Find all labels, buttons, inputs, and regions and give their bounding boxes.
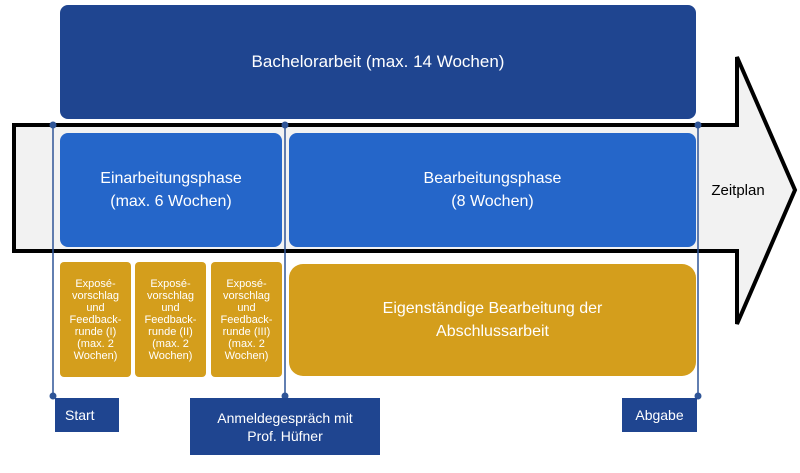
eigenstaendige-bearbeitung-box: Eigenständige Bearbeitung der Abschlussa… bbox=[289, 264, 696, 376]
bachelorarbeit-title: Bachelorarbeit (max. 14 Wochen) bbox=[251, 52, 505, 71]
expose-box-1: Exposé- vorschlag und Feedback- runde (I… bbox=[60, 262, 131, 377]
expose-label-1: Exposé- vorschlag und Feedback- runde (I… bbox=[69, 277, 122, 362]
zeitplan-label: Zeitplan bbox=[711, 181, 765, 199]
bearbeitungsphase-box: Bearbeitungsphase (8 Wochen) bbox=[289, 133, 696, 247]
einarbeitungsphase-label: Einarbeitungsphase (max. 6 Wochen) bbox=[100, 170, 242, 210]
expose-box-3: Exposé- vorschlag und Feedback- runde (I… bbox=[211, 262, 282, 377]
einarbeitungsphase-box: Einarbeitungsphase (max. 6 Wochen) bbox=[60, 133, 282, 247]
anmeldung-dot-top bbox=[281, 121, 289, 129]
expose-box-2: Exposé- vorschlag und Feedback- runde (I… bbox=[135, 262, 206, 377]
anmeldung-dot-bottom bbox=[281, 392, 289, 400]
expose-label-3: Exposé- vorschlag und Feedback- runde (I… bbox=[220, 277, 273, 362]
abgabe-dot-bottom bbox=[694, 392, 702, 400]
anmeldegespraech-label: Anmeldegespräch mit Prof. Hüfner bbox=[190, 398, 380, 455]
eigenstaendige-bearbeitung-label: Eigenständige Bearbeitung der Abschlussa… bbox=[382, 300, 603, 340]
abgabe-dot-top bbox=[694, 121, 702, 129]
bearbeitungsphase-label: Bearbeitungsphase (8 Wochen) bbox=[423, 170, 562, 210]
start-dot-bottom bbox=[49, 392, 57, 400]
start-label: Start bbox=[55, 398, 119, 432]
bachelorarbeit-header: Bachelorarbeit (max. 14 Wochen) bbox=[60, 5, 696, 119]
expose-label-2: Exposé- vorschlag und Feedback- runde (I… bbox=[144, 277, 197, 362]
start-dot-top bbox=[49, 121, 57, 129]
abgabe-label: Abgabe bbox=[622, 398, 697, 432]
